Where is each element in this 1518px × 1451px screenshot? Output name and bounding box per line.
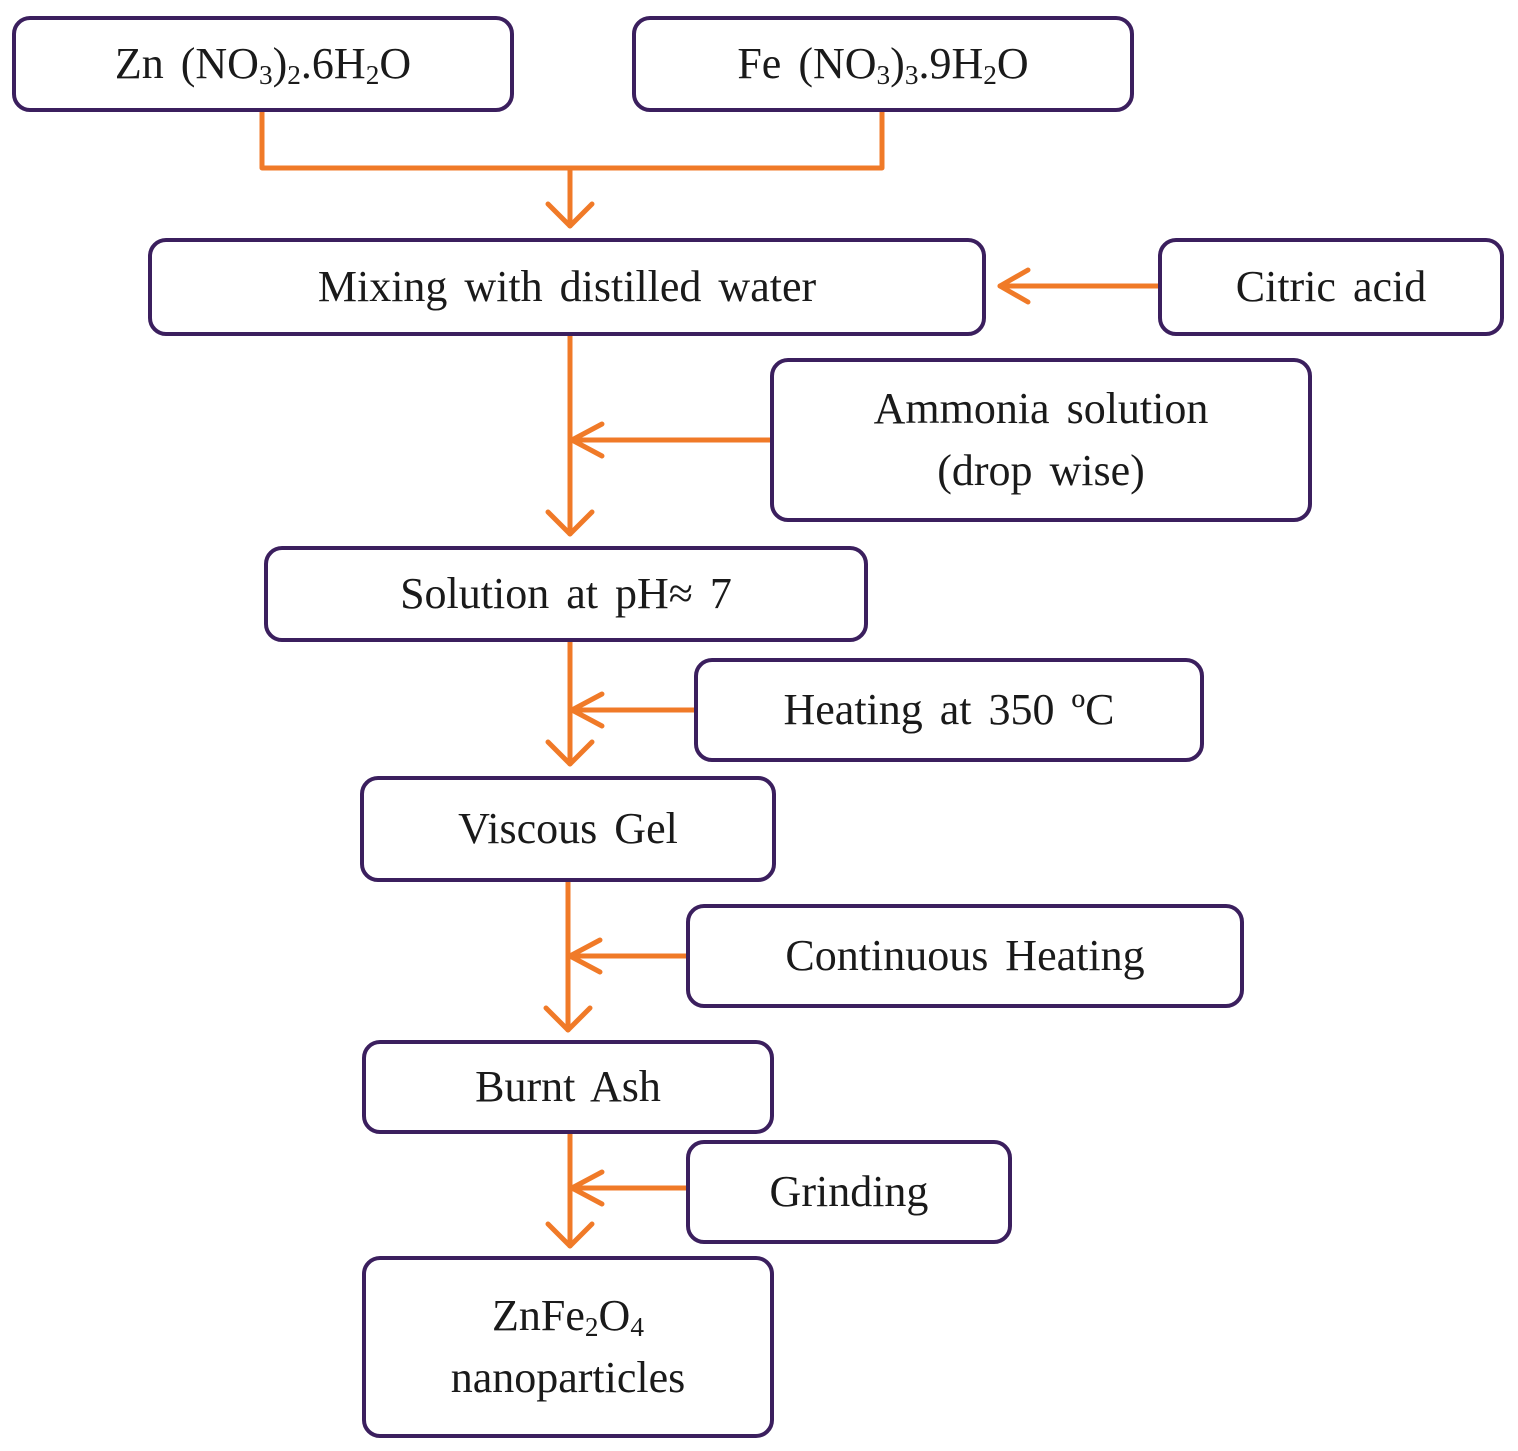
burnt-ash-box: Burnt Ash <box>362 1040 774 1134</box>
citric-acid-arrowhead <box>997 267 1031 305</box>
gel-down-arrowhead <box>543 1005 593 1033</box>
zinc-ferrite-nanoparticles-label: ZnFe2O4 nanoparticles <box>451 1285 686 1408</box>
ammonia-line-2: (drop wise) <box>937 446 1145 495</box>
solution-ph-box: Solution at pH≈ 7 <box>264 546 868 642</box>
heating-arrowhead <box>569 691 605 729</box>
viscous-gel-box: Viscous Gel <box>360 776 776 882</box>
citric-acid-box: Citric acid <box>1158 238 1504 336</box>
product-formula: ZnFe2O4 <box>492 1291 644 1343</box>
iron-nitrate-label: Fe (NO3)3.9H2O <box>737 39 1029 91</box>
ammonia-line-1: Ammonia solution <box>873 384 1209 434</box>
ammonia-solution-box: Ammonia solution (drop wise) <box>770 358 1312 522</box>
burnt-ash-label: Burnt Ash <box>475 1062 661 1112</box>
grinding-box: Grinding <box>686 1140 1012 1244</box>
solution-ph-label: Solution at pH≈ 7 <box>400 569 732 619</box>
heating-label: Heating at 350 ºC <box>783 685 1115 735</box>
ash-down-arrowhead <box>545 1221 595 1249</box>
continuous-heating-label: Continuous Heating <box>785 931 1145 981</box>
zinc-ferrite-nanoparticles-box: ZnFe2O4 nanoparticles <box>362 1256 774 1438</box>
iron-nitrate-box: Fe (NO3)3.9H2O <box>632 16 1134 112</box>
merge-arrowhead <box>545 201 595 229</box>
merge-connector <box>259 109 885 171</box>
grinding-label: Grinding <box>769 1167 929 1217</box>
mixing-down-arrowhead <box>545 509 595 537</box>
mixing-box: Mixing with distilled water <box>148 238 986 336</box>
ammonia-arrowhead <box>569 421 605 459</box>
zinc-nitrate-box: Zn (NO3)2.6H2O <box>12 16 514 112</box>
heating-box: Heating at 350 ºC <box>694 658 1204 762</box>
mixing-label: Mixing with distilled water <box>317 262 817 312</box>
viscous-gel-label: Viscous Gel <box>458 804 678 854</box>
continuous-heating-box: Continuous Heating <box>686 904 1244 1008</box>
product-line-2: nanoparticles <box>450 1353 686 1402</box>
continuous-heating-arrowhead <box>567 937 603 975</box>
citric-acid-label: Citric acid <box>1235 262 1427 312</box>
ammonia-solution-label: Ammonia solution (drop wise) <box>874 378 1209 501</box>
grinding-arrowhead <box>569 1169 605 1207</box>
zinc-nitrate-label: Zn (NO3)2.6H2O <box>114 39 412 91</box>
solution-down-arrowhead <box>545 739 595 767</box>
